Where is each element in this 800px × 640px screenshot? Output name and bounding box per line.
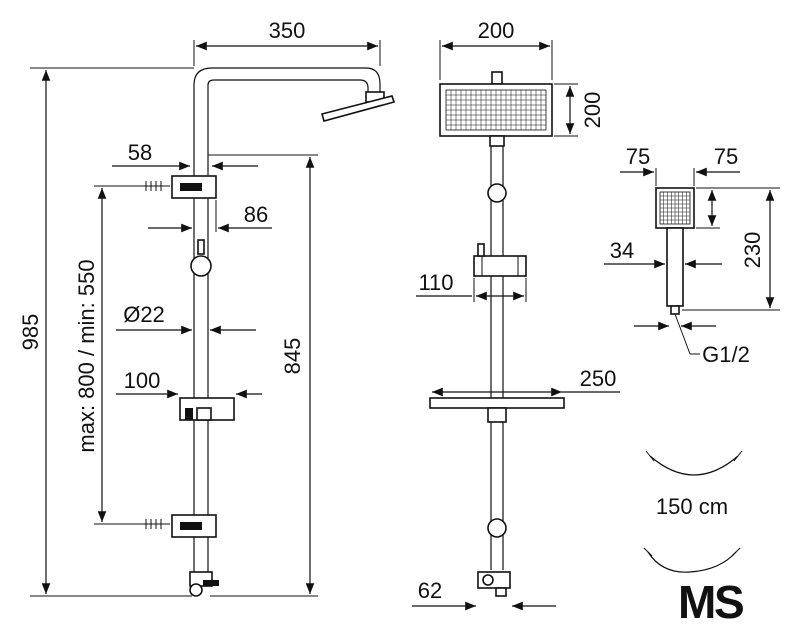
dim-hand-length: 230	[740, 232, 765, 269]
hose-length-label: 150 cm	[656, 494, 728, 519]
side-view: 350 58 86 Ø22 100 985 max: 800 / min: 55…	[18, 18, 396, 597]
dim-head-width: 200	[478, 18, 515, 43]
dim-hand-width-b: 75	[714, 144, 738, 169]
dim-slider-width: 100	[124, 368, 161, 393]
head-grid-nozzles	[446, 90, 546, 130]
dim-bracket-spacing: max: 800 / min: 550	[74, 259, 99, 452]
dim-handle-diameter: 34	[610, 238, 634, 263]
logo-letter-s: S	[714, 576, 745, 628]
diverter	[473, 255, 527, 277]
dim-thread: G1/2	[702, 342, 750, 367]
dim-total-height: 985	[18, 314, 43, 351]
hose-coil-icon	[647, 551, 737, 573]
dim-inlet-width: 62	[418, 578, 442, 603]
hose-icon	[649, 455, 739, 476]
hand-shower-handle	[666, 227, 684, 307]
front-view: 200 200 110 250 62	[412, 18, 620, 611]
hand-grid-nozzles	[660, 192, 690, 224]
dim-tube-diameter: Ø22	[123, 302, 165, 327]
dim-hand-width-a: 75	[626, 144, 650, 169]
dim-diverter-width: 110	[418, 270, 453, 295]
shelf	[429, 397, 565, 409]
ms-logo: M S	[678, 576, 745, 628]
hand-shower-view: 75 75 230 34 G1/2 150 cm	[604, 144, 780, 573]
dim-shelf-width: 250	[580, 366, 617, 391]
dim-holder-depth: 58	[128, 140, 152, 165]
tube-ball	[190, 255, 212, 277]
dim-holder-offset: 86	[244, 202, 268, 227]
dim-bar-height: 845	[280, 338, 305, 375]
shower-head-side	[321, 95, 396, 122]
dim-head-height: 200	[580, 92, 605, 129]
dim-arm-length: 350	[269, 18, 306, 43]
logo-letter-m: M	[678, 576, 716, 628]
